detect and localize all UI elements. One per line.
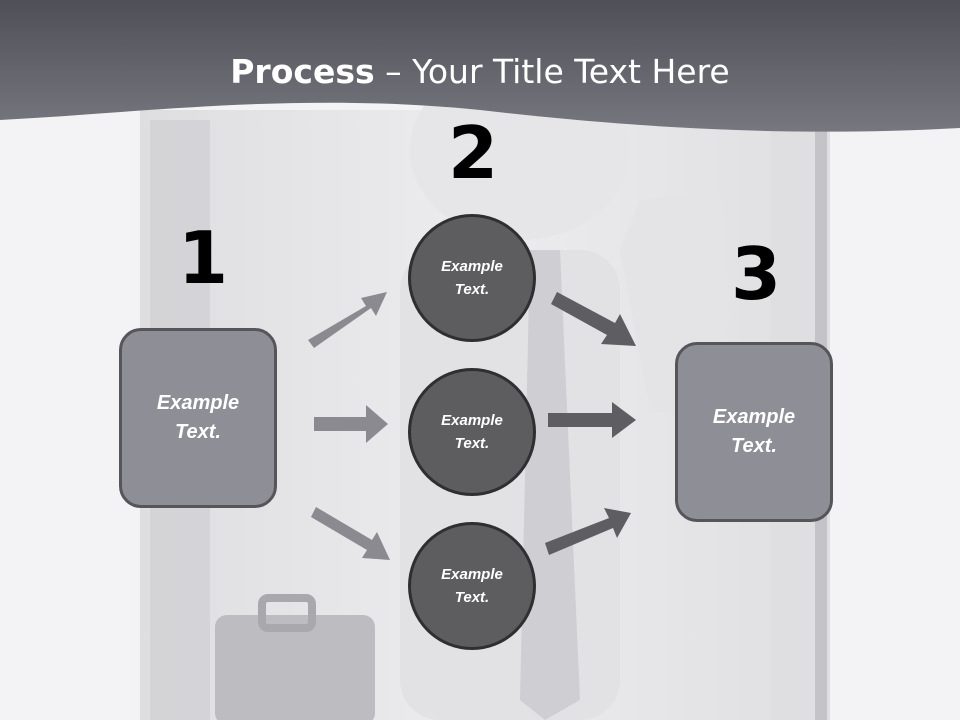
- arrow-from-circle-2: [548, 402, 636, 438]
- arrow-from-circle-3: [545, 508, 631, 555]
- title-rest: – Your Title Text Here: [374, 52, 730, 91]
- step-2-circle-3: Example Text.: [408, 522, 536, 650]
- arrow-to-circle-3: [311, 507, 390, 560]
- step-2-circle-2: Example Text.: [408, 368, 536, 496]
- step-number-3: 3: [731, 232, 782, 316]
- step-2-circle-1: Example Text.: [408, 214, 536, 342]
- step-number-1: 1: [178, 216, 229, 300]
- step-1-box: Example Text.: [119, 328, 277, 508]
- step-2-circle-1-label: Example Text.: [441, 258, 503, 298]
- step-2-circle-2-label: Example Text.: [441, 412, 503, 452]
- arrow-to-circle-1: [308, 292, 387, 348]
- step-2-circle-3-label: Example Text.: [441, 566, 503, 606]
- arrow-to-circle-2: [314, 405, 388, 443]
- step-number-2: 2: [448, 111, 499, 195]
- step-1-label: Example Text.: [156, 392, 240, 443]
- step-3-box: Example Text.: [675, 342, 833, 522]
- arrow-from-circle-1: [551, 292, 636, 346]
- step-3-label: Example Text.: [712, 406, 796, 457]
- title-bold: Process: [230, 52, 375, 91]
- slide-title: Process – Your Title Text Here: [0, 52, 960, 91]
